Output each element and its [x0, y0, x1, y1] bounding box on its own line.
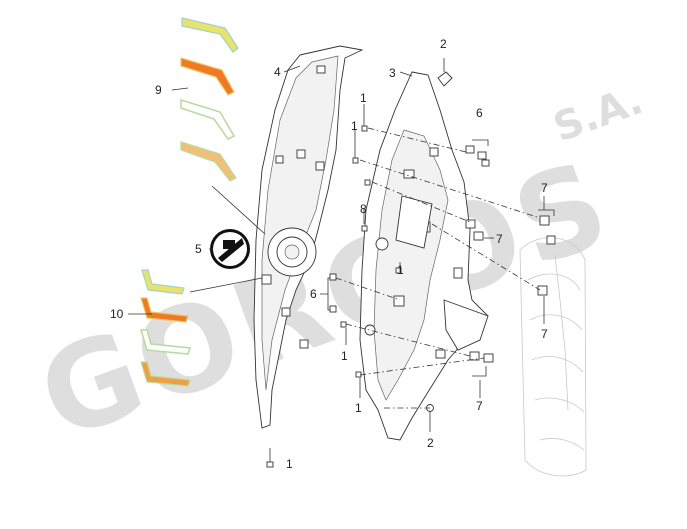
decal-set-10 — [128, 269, 192, 387]
callout-1-top-b: 1 — [351, 119, 358, 133]
callout-1-low-b: 1 — [355, 401, 362, 415]
callout-2-bottom: 2 — [427, 436, 434, 450]
callout-9: 9 — [155, 83, 162, 97]
callout-8: 8 — [360, 202, 367, 216]
outer-side-cover-part-4 — [253, 45, 364, 468]
callout-6-lower: 6 — [310, 287, 317, 301]
scooter-ghost-outline — [519, 237, 587, 477]
leader-lines — [189, 65, 545, 409]
decal-set-9 — [171, 17, 239, 182]
callout-7-right-bottom: 7 — [541, 327, 548, 341]
callout-2-top: 2 — [440, 37, 447, 51]
callout-10: 10 — [110, 307, 124, 321]
callout-3: 3 — [389, 66, 396, 80]
watermark-suffix: S.A. — [548, 77, 649, 151]
callout-1-top-a: 1 — [360, 91, 367, 105]
callout-1-low-a: 1 — [341, 349, 348, 363]
callout-labels: 1 1 1 1 1 1 2 2 3 4 5 6 6 7 7 7 7 8 9 10 — [110, 37, 548, 471]
callout-5: 5 — [195, 242, 202, 256]
inner-cover-part-3 — [359, 71, 489, 441]
callout-7-right-top: 7 — [541, 181, 548, 195]
callout-1-bottom: 1 — [286, 457, 293, 471]
emblem-part-5 — [209, 229, 250, 269]
callout-1-mid: 1 — [397, 263, 404, 277]
callout-7-mid: 7 — [496, 232, 503, 246]
callout-6-upper: 6 — [476, 106, 483, 120]
callout-4: 4 — [274, 65, 281, 79]
callout-7-bottom: 7 — [476, 399, 483, 413]
